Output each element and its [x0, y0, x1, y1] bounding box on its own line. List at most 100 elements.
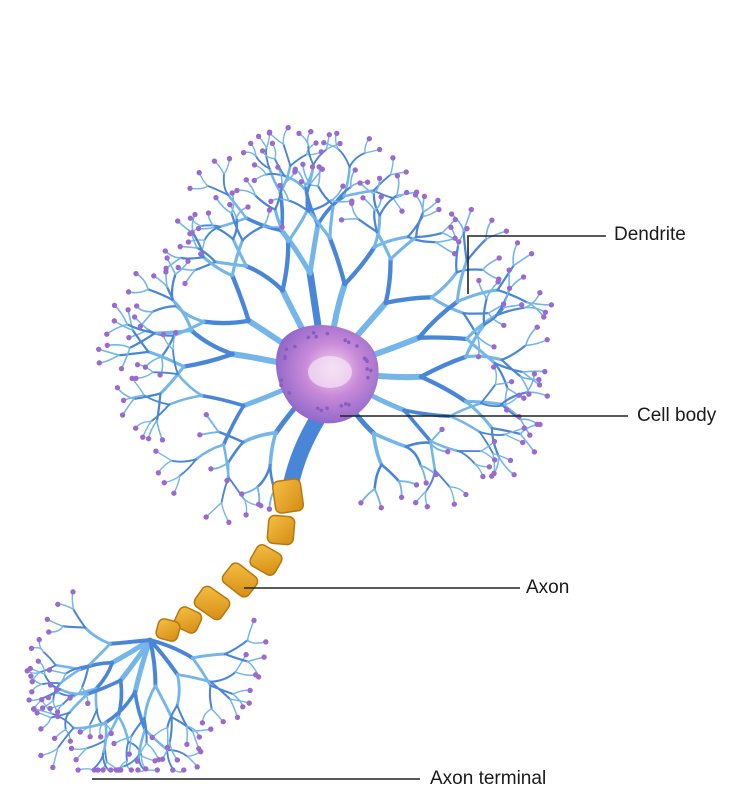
branch-tip — [319, 149, 324, 154]
dendrite-branch — [129, 289, 149, 292]
dendrite-branch — [483, 270, 499, 279]
cell-body-label: Cell body — [637, 406, 716, 425]
axon-terminal-branch — [145, 686, 156, 718]
cell-body-spine — [347, 340, 351, 344]
cell-body-spine — [293, 345, 297, 349]
cell-body-spine — [355, 344, 359, 348]
branch-tip — [517, 393, 522, 398]
dendrite-branch — [160, 367, 183, 394]
dendrite-branch — [99, 355, 119, 363]
branch-tip — [68, 739, 73, 744]
branch-tip — [184, 742, 189, 747]
dendrite-branch — [436, 238, 455, 242]
branch-tip — [492, 439, 497, 444]
branch-tip — [404, 169, 409, 174]
dendrite-branch — [270, 169, 281, 193]
cell-body-spine — [344, 402, 348, 406]
branch-tip — [413, 192, 418, 197]
branch-tip — [29, 646, 34, 651]
branch-tip — [252, 178, 257, 183]
branch-tip — [129, 767, 134, 772]
branch-tip — [170, 767, 175, 772]
dendrite-branch — [505, 434, 523, 442]
dendrite-branch — [514, 254, 532, 266]
branch-tip — [545, 393, 550, 398]
branch-tip — [76, 767, 81, 772]
branch-tip — [469, 207, 474, 212]
axon-terminal-branch — [225, 640, 248, 654]
branch-tip — [48, 682, 53, 687]
branch-tip — [248, 688, 253, 693]
dendrite-branch — [498, 290, 528, 302]
branch-tip — [267, 208, 272, 213]
branch-tip — [69, 746, 74, 751]
dendrite-branch — [215, 262, 246, 266]
dendrite-branch — [144, 395, 169, 404]
branch-tip — [358, 180, 363, 185]
axon-terminal-branch — [72, 592, 73, 609]
branch-tip — [251, 618, 256, 623]
branch-tip — [97, 360, 102, 365]
branch-tip — [155, 767, 160, 772]
branch-tip — [492, 471, 497, 476]
dendrite-branch — [136, 274, 148, 290]
dendrite-branch — [151, 405, 169, 422]
dendrite-branch — [386, 297, 432, 303]
cell-body-spine — [325, 406, 329, 410]
branch-tip — [365, 180, 370, 185]
branch-tip — [334, 131, 339, 136]
axon-terminal-branch — [97, 710, 103, 725]
branch-tip — [504, 407, 509, 412]
cell-body-spine — [280, 378, 284, 382]
dendrite-branch — [481, 385, 496, 404]
branch-tip — [153, 449, 158, 454]
branch-tip — [39, 697, 44, 702]
branch-tip — [353, 167, 358, 172]
branch-tip — [252, 162, 257, 167]
branch-tip — [522, 426, 527, 431]
dendrite-branch — [494, 367, 497, 385]
branch-tip — [197, 734, 202, 739]
myelin-sheath — [155, 478, 304, 642]
dendrite-branch — [181, 257, 204, 258]
dendrite-branch — [219, 432, 244, 442]
branch-tip — [492, 457, 497, 462]
axon-terminal-branch — [192, 654, 225, 658]
branch-tip — [327, 132, 332, 137]
branch-tip — [395, 173, 400, 178]
axon-terminal-branch — [147, 743, 159, 759]
branch-tip — [70, 589, 75, 594]
branch-tip — [256, 134, 261, 139]
branch-tip — [310, 164, 315, 169]
branch-tip — [224, 478, 229, 483]
dendrite-branch — [192, 331, 233, 355]
dendrite-branch — [374, 433, 406, 447]
branch-tip — [104, 332, 109, 337]
branch-tip — [414, 482, 419, 487]
dendrite-branch — [242, 487, 258, 494]
branch-tip — [248, 141, 253, 146]
dendrite-branch — [375, 465, 382, 489]
branch-tip — [436, 207, 441, 212]
branch-tip — [115, 385, 120, 390]
dendrite-branch — [270, 433, 276, 466]
branch-tip — [109, 731, 114, 736]
branch-tip — [212, 159, 217, 164]
axon-terminal-branch — [211, 672, 236, 682]
branch-tip — [286, 125, 291, 130]
branch-tip — [118, 767, 123, 772]
branch-tip — [275, 165, 280, 170]
branch-tip — [508, 458, 513, 463]
dendrite-branch — [153, 306, 177, 311]
dendrite-branch — [201, 225, 220, 227]
branch-tip — [480, 474, 485, 479]
dendrite-branch — [436, 242, 455, 253]
branch-tip — [277, 183, 282, 188]
dendrite-branch — [310, 225, 318, 273]
cell-body-spine — [279, 383, 283, 387]
branch-tip — [360, 195, 365, 200]
branch-tip — [267, 130, 272, 135]
cell-body-spine — [326, 332, 330, 336]
leader-lines — [92, 236, 628, 779]
branch-tip — [422, 194, 427, 199]
